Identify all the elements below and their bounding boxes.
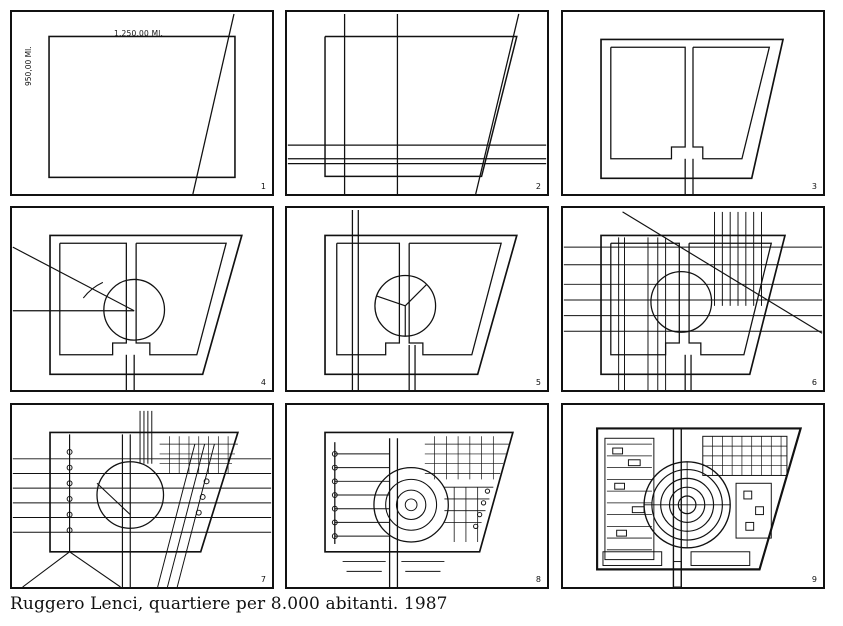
step-panel-1: 1.250,00 Ml. 950,00 Ml. 1 [10,10,274,196]
width-dimension-label: 1.250,00 Ml. [114,29,164,38]
step-panel-6: 6 [561,206,825,392]
panel-number: 5 [535,378,541,387]
step-panel-4: 4 [10,206,274,392]
panel-number: 8 [535,575,541,584]
street-layout-drawing [12,410,272,587]
site-outline-drawing [48,13,236,194]
step-panel-8: 8 [285,403,549,589]
panel-number: 1 [260,182,266,191]
panel-number: 6 [811,378,817,387]
panel-number: 4 [260,378,266,387]
overlay-grid-drawing [563,211,823,390]
panel-number: 3 [811,182,817,191]
panel-number: 7 [260,575,266,584]
step-panel-7: 7 [10,403,274,589]
grid-axes-drawing [287,13,547,194]
step-panel-9: 9 [561,403,825,589]
final-plan-drawing [596,427,803,587]
step-panel-5: 5 [285,206,549,392]
figure-caption: Ruggero Lenci, quartiere per 8.000 abita… [10,594,448,614]
central-circle-drawing [12,234,243,390]
concentric-plan-drawing [324,431,514,587]
circle-with-axes-drawing [324,209,518,390]
panel-number: 2 [535,182,541,191]
trapezoid-perimeter-drawing [600,38,785,194]
height-dimension-label: 950,00 Ml. [24,46,33,86]
step-panel-2: 2 [285,10,549,196]
step-panel-3: 3 [561,10,825,196]
panel-number: 9 [811,575,817,584]
